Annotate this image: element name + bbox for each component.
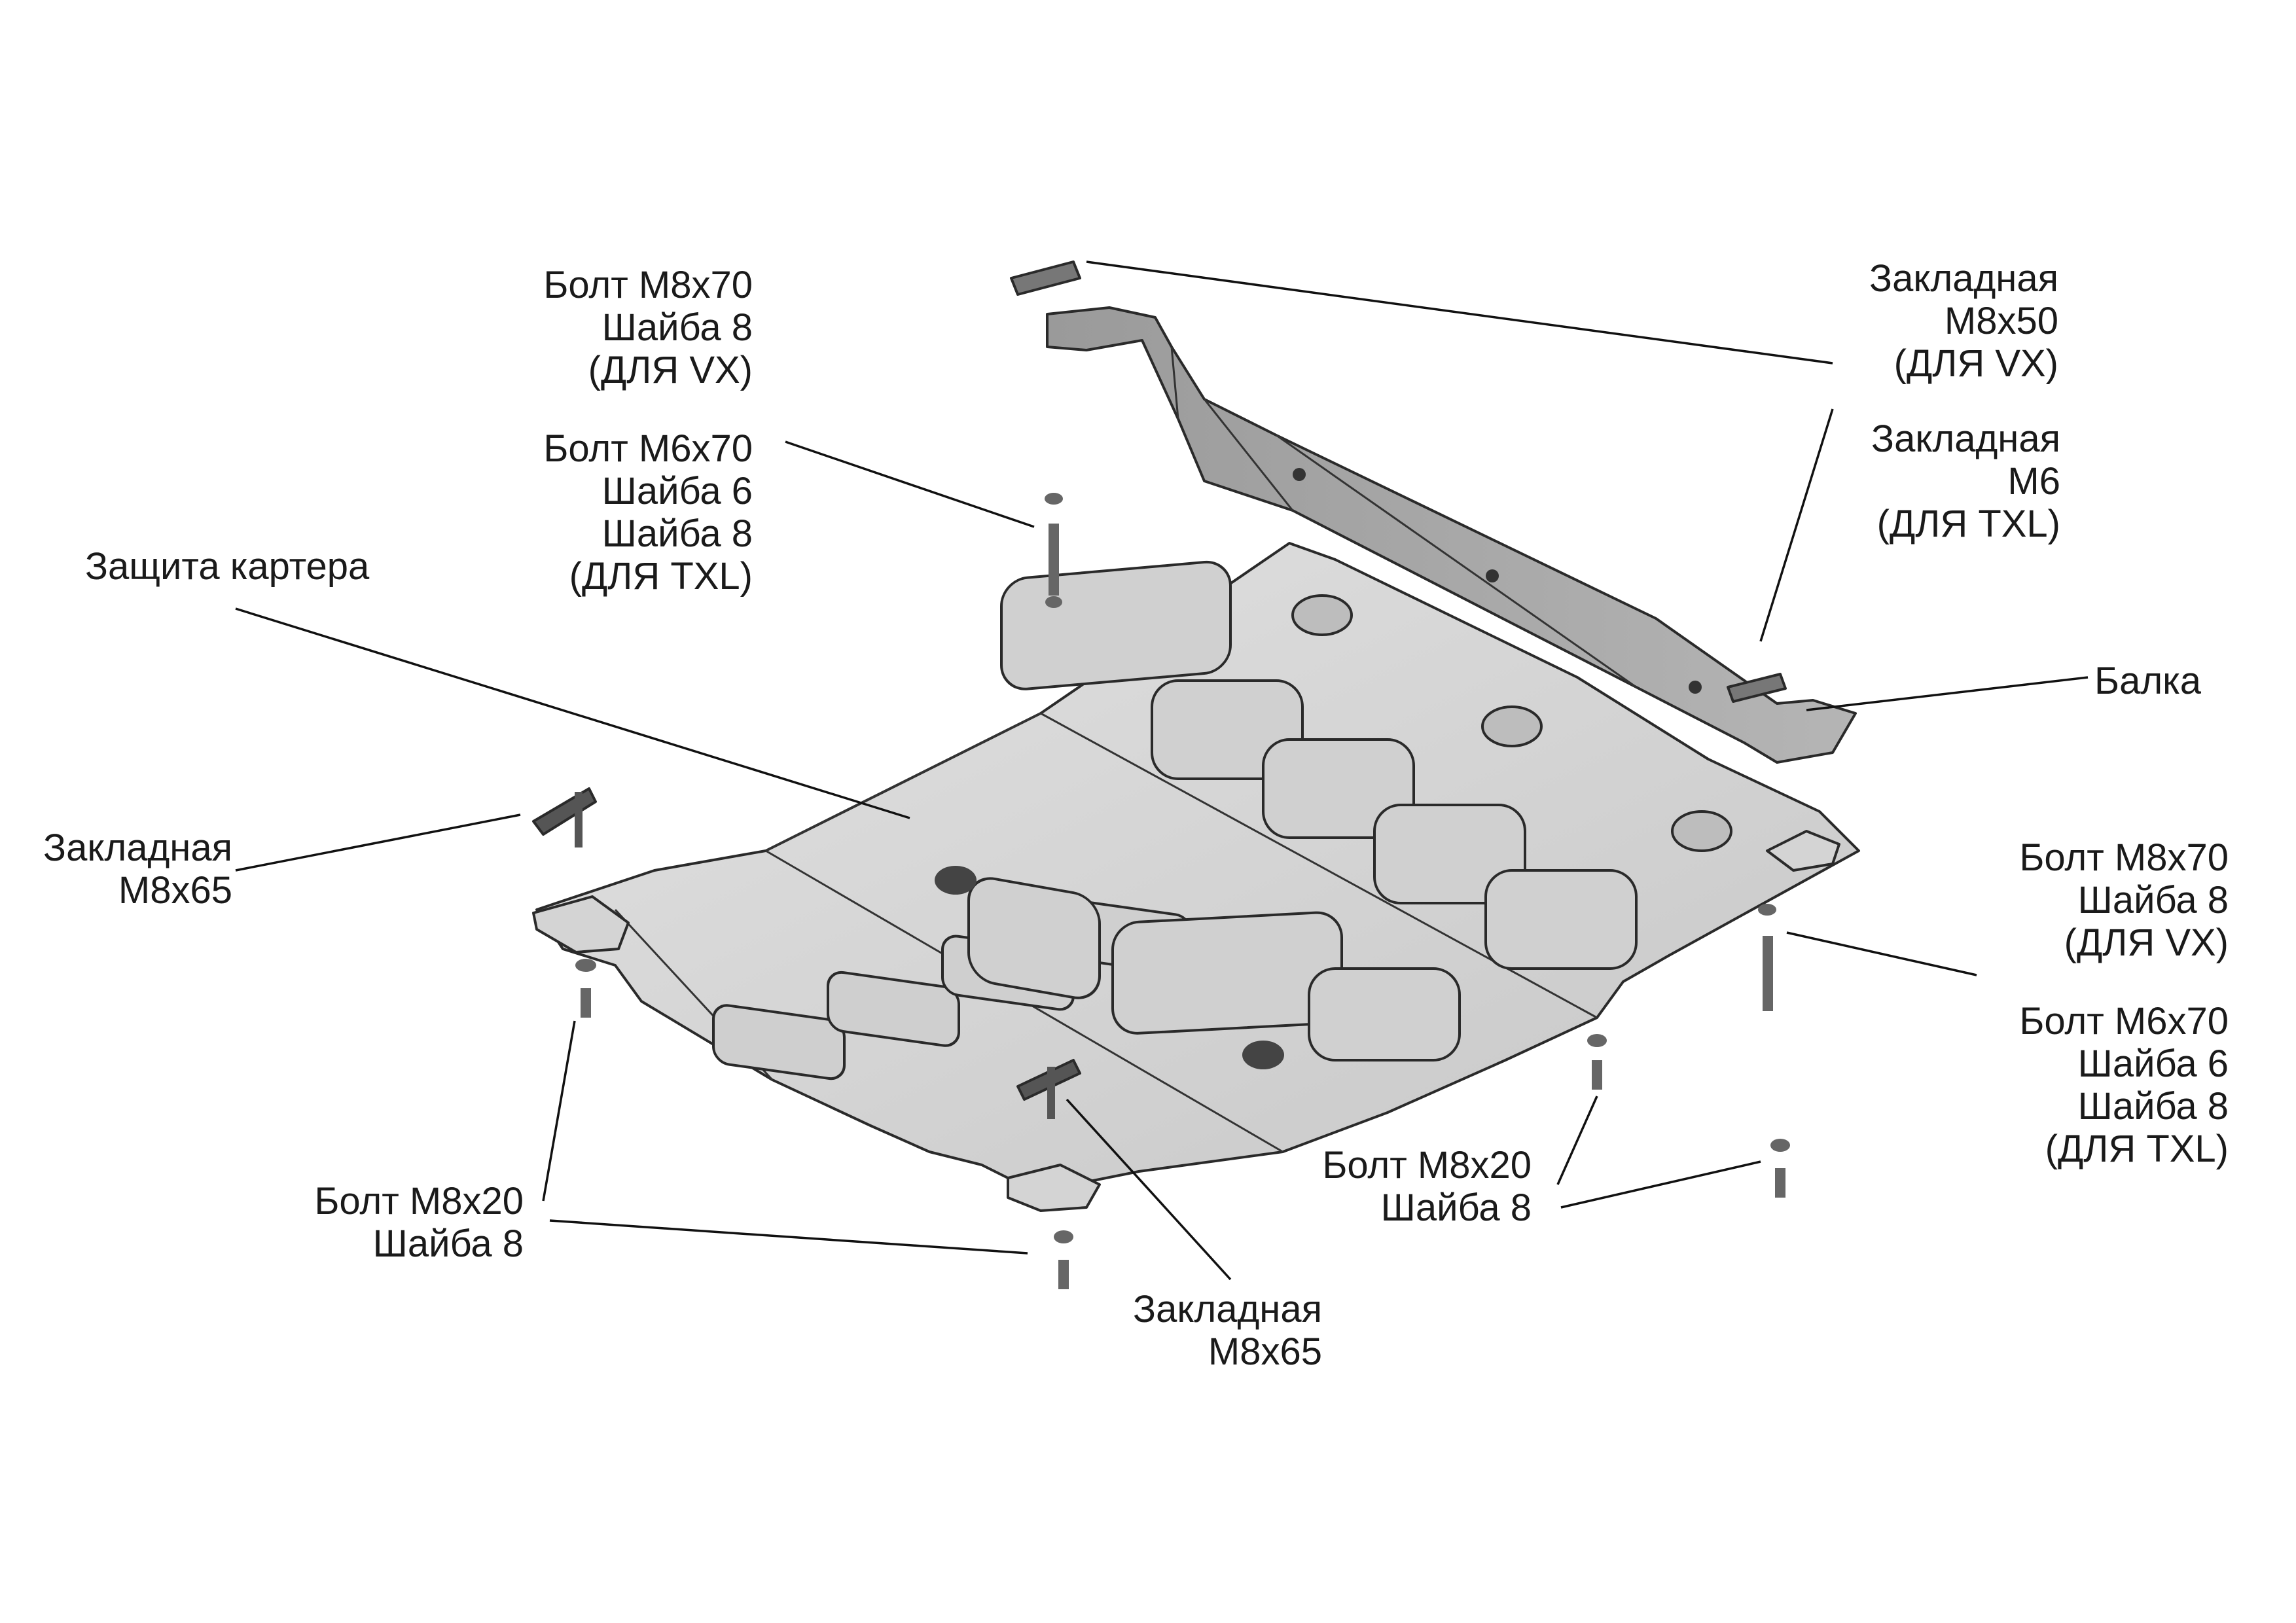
- label-beam: Балка: [2094, 660, 2202, 702]
- label-line: М8х65: [118, 869, 232, 912]
- label-line: (ДЛЯ VX): [1894, 342, 2058, 385]
- label-line: Шайба 6: [602, 470, 753, 512]
- label-line: Болт М8х70: [2019, 836, 2229, 879]
- leader-lines: [235, 260, 2089, 1281]
- label-bottom-center-bolt: Болт М8х20 Шайба 8: [1322, 1144, 1532, 1229]
- label-line: М8х50: [1945, 300, 2058, 342]
- label-line: Шайба 8: [1381, 1186, 1532, 1229]
- label-line: (ДЛЯ TXL): [1877, 503, 2060, 545]
- label-line: Балка: [2094, 660, 2202, 702]
- label-line: М6: [2007, 460, 2060, 503]
- label-line: Шайба 8: [602, 512, 753, 555]
- label-line: Закладная: [1133, 1288, 1322, 1330]
- label-line: Болт М8х70: [543, 264, 753, 306]
- label-line: Болт М6х70: [543, 427, 753, 470]
- label-line: (ДЛЯ TXL): [2045, 1128, 2229, 1170]
- label-line: (ДЛЯ VX): [588, 349, 753, 391]
- label-line: Закладная: [43, 827, 232, 869]
- label-right-bolt-txl: Болт М6х70 Шайба 6 Шайба 8 (ДЛЯ TXL): [2019, 1000, 2229, 1170]
- label-left-insert: Закладная М8х65: [43, 827, 232, 912]
- label-line: Шайба 8: [373, 1222, 524, 1265]
- label-line: Шайба 8: [2078, 1085, 2229, 1128]
- label-line: М8х65: [1208, 1330, 1322, 1373]
- label-line: Защита картера: [85, 545, 370, 588]
- beam-part: [1046, 306, 1857, 764]
- label-line: Закладная: [1869, 257, 2058, 300]
- label-top-left-bolt: Болт М8х70 Шайба 8 (ДЛЯ VX): [543, 264, 753, 391]
- label-mid-left-bolt: Болт М6х70 Шайба 6 Шайба 8 (ДЛЯ TXL): [543, 427, 753, 597]
- label-line: Шайба 8: [602, 306, 753, 349]
- label-bottom-center-insert: Закладная М8х65: [1133, 1288, 1322, 1373]
- label-line: (ДЛЯ VX): [2064, 921, 2229, 964]
- label-line: (ДЛЯ TXL): [569, 555, 753, 597]
- label-top-right-insert-txl: Закладная М6 (ДЛЯ TXL): [1871, 418, 2060, 545]
- hardware: [532, 260, 1790, 1289]
- crankcase-guard-part: [532, 542, 1860, 1212]
- label-line: Закладная: [1871, 418, 2060, 460]
- label-line: Болт М6х70: [2019, 1000, 2229, 1043]
- label-line: Шайба 6: [2078, 1043, 2229, 1085]
- label-guard: Защита картера: [85, 545, 370, 588]
- label-line: Болт М8х20: [1322, 1144, 1532, 1186]
- label-line: Болт М8х20: [314, 1180, 524, 1222]
- label-top-right-insert-vx: Закладная М8х50 (ДЛЯ VX): [1869, 257, 2058, 385]
- label-line: Шайба 8: [2078, 879, 2229, 921]
- label-bottom-left-bolt: Болт М8х20 Шайба 8: [314, 1180, 524, 1265]
- label-right-bolt-vx: Болт М8х70 Шайба 8 (ДЛЯ VX): [2019, 836, 2229, 964]
